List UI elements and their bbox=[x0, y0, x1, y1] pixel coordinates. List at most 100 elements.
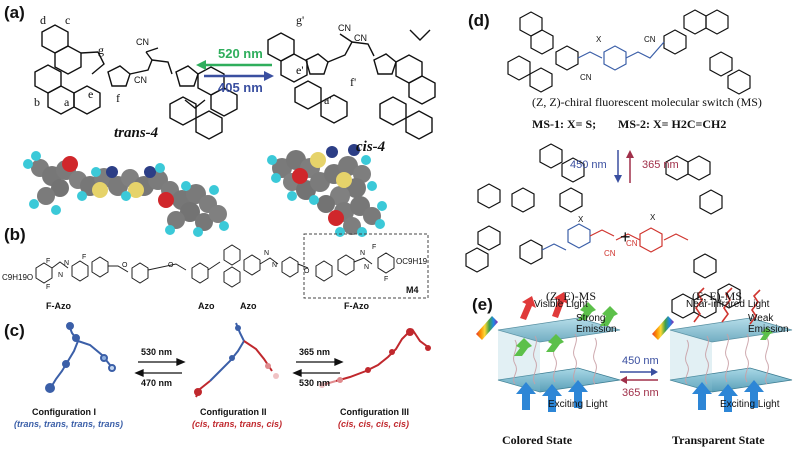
panel-e-label: (e) bbox=[472, 295, 493, 314]
x-label: X bbox=[578, 215, 584, 224]
transparent-state-label: Transparent State bbox=[672, 433, 765, 447]
e-forward-wavelength: 450 nm bbox=[622, 355, 659, 367]
trans-4-structure bbox=[34, 24, 238, 140]
m4-molecule bbox=[35, 244, 395, 288]
ms-title: (Z, Z)-chiral fluorescent molecular swit… bbox=[532, 95, 762, 109]
ee-ms-label: (E, E)-MS bbox=[692, 289, 742, 303]
panel-c-graphics bbox=[45, 322, 431, 398]
fluorine-label: F bbox=[384, 276, 389, 283]
trans-atom-label: c bbox=[65, 13, 71, 27]
cn-group-label: CN bbox=[626, 239, 638, 248]
d-up-wavelength: 365 nm bbox=[642, 159, 679, 171]
c-arrow2-forward: 365 nm bbox=[299, 347, 331, 357]
configuration-iii-state: (cis, cis, cis, cis) bbox=[338, 419, 410, 429]
f-azo-label-right: F-Azo bbox=[344, 301, 369, 311]
c-arrow1-forward: 530 nm bbox=[141, 347, 173, 357]
azo-nitrogen-label: N bbox=[64, 260, 70, 267]
f-azo-label-left: F-Azo bbox=[46, 301, 71, 311]
panel-e-arrows bbox=[620, 368, 658, 384]
m4-label: M4 bbox=[406, 285, 419, 295]
azo-nitrogen-label: N bbox=[58, 272, 64, 279]
trans-atom-label: g bbox=[98, 43, 104, 57]
near-infrared-label: Near-infrared Light bbox=[686, 299, 770, 310]
panel-c-arrows bbox=[134, 358, 344, 377]
azo-nitrogen-label: N bbox=[360, 250, 366, 257]
azo-nitrogen-label: N bbox=[272, 262, 278, 269]
alkoxy-chain-left: C9H19O bbox=[2, 273, 34, 282]
fluorine-label: F bbox=[82, 254, 87, 261]
cis-atom-label: g' bbox=[296, 13, 305, 27]
ms-1-definition: MS-1: X= S; bbox=[532, 117, 597, 131]
trans-atom-label: a bbox=[64, 95, 70, 109]
alkoxy-chain-right: OC9H19 bbox=[396, 257, 428, 266]
configuration-i-name: Configuration I bbox=[32, 407, 96, 417]
panel-b-label: (b) bbox=[4, 225, 26, 244]
cn-group-label: CN bbox=[644, 35, 656, 44]
cis-4-structure bbox=[267, 29, 436, 140]
cn-group-label: CN bbox=[580, 73, 592, 82]
cn-group-label: CN bbox=[338, 23, 351, 33]
zz-ms-structure bbox=[507, 9, 751, 95]
panel-e-graphics bbox=[476, 287, 793, 412]
ms-2-definition: MS-2: X= H2C=CH2 bbox=[618, 117, 727, 131]
cis-atom-label: e' bbox=[296, 63, 304, 77]
configuration-ii-state: (cis, trans, trans, cis) bbox=[192, 419, 283, 429]
configuration-ii-name: Configuration II bbox=[200, 407, 267, 417]
m4-dashed-box bbox=[303, 233, 429, 299]
panel-a-label: (a) bbox=[4, 3, 25, 22]
c-arrow1-reverse: 470 nm bbox=[141, 378, 173, 388]
ether-oxygen-label: O bbox=[304, 268, 310, 275]
trans-4-label: trans-4 bbox=[114, 125, 159, 141]
configuration-i-model bbox=[45, 322, 116, 393]
cn-group-label: CN bbox=[134, 75, 147, 85]
ee-ms-structure bbox=[615, 155, 741, 319]
d-down-wavelength: 450 nm bbox=[570, 159, 607, 171]
reverse-wavelength-a: 405 nm bbox=[218, 80, 263, 95]
configuration-i-state: (trans, trans, trans, trans) bbox=[14, 419, 124, 429]
panel-b-graphics bbox=[35, 233, 429, 299]
panel-d-arrows bbox=[614, 150, 634, 183]
ether-oxygen-label: O bbox=[122, 262, 128, 269]
trans-atom-label: b bbox=[34, 95, 40, 109]
cn-group-label: CN bbox=[136, 37, 149, 47]
visible-light-label: Visible Light bbox=[534, 299, 588, 310]
left-exciting-light-label: Exciting Light bbox=[548, 399, 608, 410]
trans-atom-label: d bbox=[40, 13, 46, 27]
panel-c-label: (c) bbox=[4, 321, 25, 340]
panel-a-graphics bbox=[23, 24, 436, 237]
plus-sign: + bbox=[620, 227, 631, 247]
cis-atom-label: a' bbox=[324, 93, 332, 107]
weak-emission-label: Weak Emission bbox=[748, 313, 789, 335]
right-exciting-light-label: Exciting Light bbox=[720, 399, 780, 410]
configuration-iii-name: Configuration III bbox=[340, 407, 409, 417]
panel-d-label: (d) bbox=[468, 11, 490, 30]
strong-emission-label: Strong Emission bbox=[576, 313, 617, 335]
fluorine-label: F bbox=[46, 284, 51, 291]
c-arrow2-reverse: 530 nm bbox=[299, 378, 331, 388]
cn-group-label: CN bbox=[354, 33, 367, 43]
colored-state-device bbox=[476, 292, 621, 412]
azo-label-2: Azo bbox=[240, 301, 257, 311]
configuration-iii-model bbox=[319, 328, 431, 388]
transparent-state-device bbox=[652, 287, 793, 412]
panel-a-arrows bbox=[196, 60, 274, 81]
cn-group-label: CN bbox=[604, 249, 616, 258]
ether-oxygen-label: O bbox=[168, 262, 174, 269]
fluorine-label: F bbox=[372, 244, 377, 251]
azo-label-1: Azo bbox=[198, 301, 215, 311]
panel-d-graphics bbox=[465, 9, 751, 319]
colored-state-label: Colored State bbox=[502, 433, 573, 447]
fluorine-label: F bbox=[46, 258, 51, 265]
e-reverse-wavelength: 365 nm bbox=[622, 387, 659, 399]
cis-4-space-filling-model bbox=[267, 144, 387, 237]
trans-4-space-filling-model bbox=[23, 151, 229, 237]
trans-atom-label: f bbox=[116, 91, 120, 105]
azo-nitrogen-label: N bbox=[364, 264, 370, 271]
cis-atom-label: f' bbox=[350, 75, 357, 89]
cis-4-label: cis-4 bbox=[356, 139, 386, 155]
azo-nitrogen-label: N bbox=[264, 250, 270, 257]
ze-ms-label: (Z, E)-MS bbox=[546, 289, 596, 303]
right-helices bbox=[685, 333, 769, 385]
configuration-ii-model bbox=[194, 322, 279, 398]
